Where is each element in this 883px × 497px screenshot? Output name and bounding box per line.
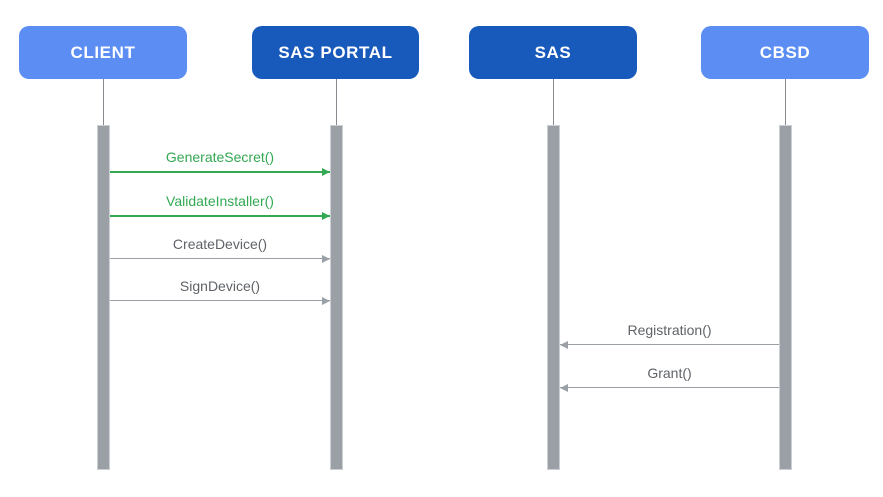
message-arrow-line [560, 340, 779, 349]
arrowhead-left-icon [560, 383, 568, 392]
message-label: Registration() [627, 322, 712, 338]
message-arrow-line [110, 168, 330, 176]
message-label: SignDevice() [179, 278, 261, 294]
message-label: CreateDevice() [172, 236, 268, 252]
message-arrow-line [110, 296, 330, 305]
arrowhead-right-icon [322, 168, 330, 176]
message-label: Grant() [647, 365, 692, 381]
lifeline-client [103, 79, 104, 125]
actor-sas-portal: SAS PORTAL [252, 26, 419, 79]
actor-sas-portal-label: SAS PORTAL [278, 42, 393, 62]
actor-sas-label: SAS [534, 42, 572, 62]
activation-bar-sas [547, 125, 560, 470]
arrowhead-right-icon [322, 254, 330, 263]
lifeline-cbsd [785, 79, 786, 125]
lifeline-sas-portal [336, 79, 337, 125]
activation-bar-sas-portal [330, 125, 343, 470]
actor-cbsd-label: CBSD [759, 42, 811, 62]
message-label: GenerateSecret() [165, 149, 275, 165]
arrowhead-right-icon [322, 212, 330, 220]
lifeline-sas [553, 79, 554, 125]
activation-bar-client [97, 125, 110, 470]
actor-client-label: CLIENT [70, 42, 136, 62]
message-label: ValidateInstaller() [166, 193, 274, 209]
activation-bar-cbsd [779, 125, 792, 470]
actor-client: CLIENT [19, 26, 187, 79]
message-arrow-line [110, 212, 330, 220]
arrowhead-left-icon [560, 340, 568, 349]
message-arrow-line [110, 254, 330, 263]
arrowhead-right-icon [322, 296, 330, 305]
message-arrow-line [560, 383, 779, 392]
actor-sas: SAS [469, 26, 637, 79]
actor-cbsd: CBSD [701, 26, 869, 79]
